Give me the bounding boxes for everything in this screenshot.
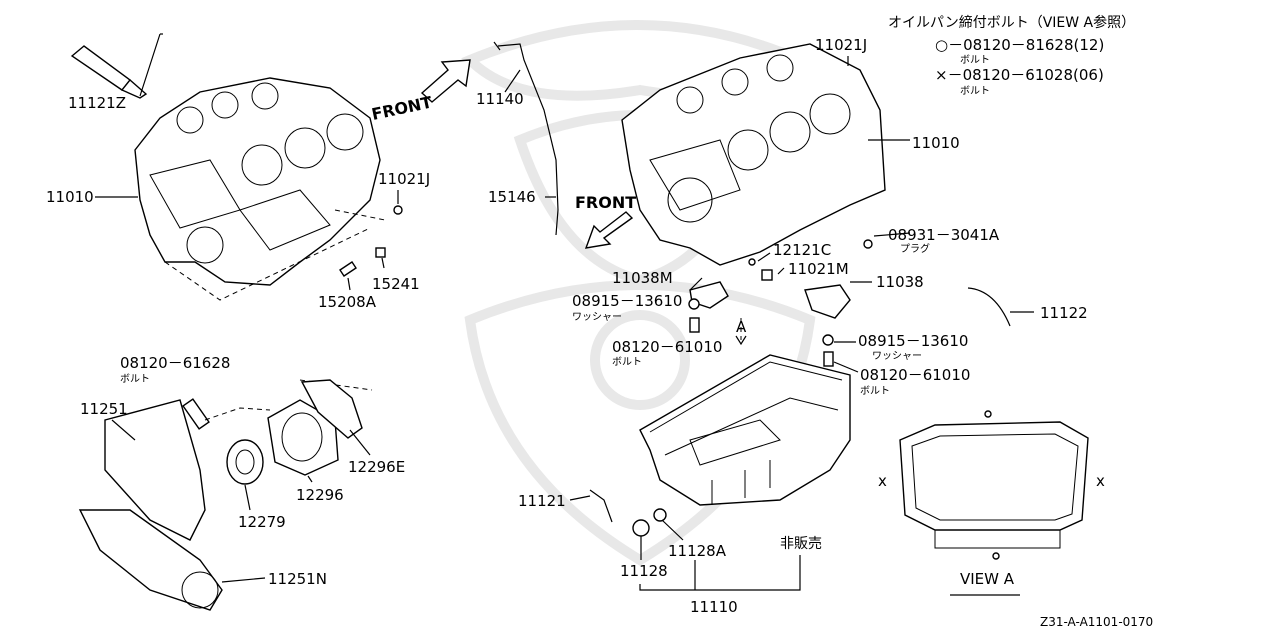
bolt-x-sub: ボルト <box>960 85 990 97</box>
view-a-marker-x-left: x <box>878 472 887 490</box>
label-08120-61010-left: 08120－61010 <box>612 338 722 356</box>
gasket-12296e <box>300 379 363 439</box>
label-11251: 11251 <box>80 400 128 418</box>
label-11128: 11128 <box>620 562 668 580</box>
dipstick-tube-15146 <box>493 41 559 236</box>
label-11010-right: 11010 <box>912 134 960 152</box>
label-11122: 11122 <box>1040 304 1088 322</box>
oil-seal-12279 <box>226 439 264 485</box>
label-08120-61010-right: 08120－61010 <box>860 366 970 384</box>
engine-block-left <box>134 77 381 286</box>
label-08931: 08931－3041A <box>888 226 1000 244</box>
label-11128a: 11128A <box>668 542 727 560</box>
label-12121c: 12121C <box>773 241 831 259</box>
label-11140: 11140 <box>476 90 524 108</box>
bolt-note: オイルパン締付ボルト（VIEW A参照） <box>888 14 1135 31</box>
label-11021j-left: 11021J <box>378 170 430 188</box>
label-11110: 11110 <box>690 598 738 616</box>
label-11121: 11121 <box>518 492 566 510</box>
view-a-drawing <box>899 410 1089 596</box>
footer-code: Z31-A-A1101-0170 <box>1040 615 1153 629</box>
label-12279: 12279 <box>238 513 286 531</box>
bolt-x-spec: ×－08120－61028(06) <box>935 66 1104 84</box>
label-08120-61010-right-sub: ボルト <box>860 385 890 397</box>
label-11038: 11038 <box>876 273 924 291</box>
front-arrow-right <box>584 211 634 249</box>
seal-retainer-12296 <box>267 399 339 476</box>
front-label-left: FRONT <box>370 93 434 124</box>
label-12296e: 12296E <box>348 458 405 476</box>
label-12296: 12296 <box>296 486 344 504</box>
rear-plate-11251 <box>78 399 223 611</box>
view-a-marker-x-right: x <box>1096 472 1105 490</box>
oil-pan-11110 <box>639 354 851 506</box>
not-for-sale-label: 非販売 <box>780 536 822 552</box>
label-08120-61010-left-sub: ボルト <box>612 356 642 368</box>
label-15241: 15241 <box>372 275 420 293</box>
label-15146: 15146 <box>488 188 536 206</box>
label-08915-right: 08915－13610 <box>858 332 968 350</box>
label-08915-right-sub: ワッシャー <box>872 351 922 362</box>
bolt-o-spec: ○－08120－81628(12) <box>935 36 1104 54</box>
label-08120-61628: 08120－61628 <box>120 354 230 372</box>
view-a-arrow-label: A <box>736 318 747 336</box>
label-15208a: 15208A <box>318 293 377 311</box>
engine-block-right <box>621 43 886 266</box>
oil-pan-seal-11122 <box>967 287 1011 327</box>
label-11251n: 11251N <box>268 570 327 588</box>
label-11038m: 11038M <box>612 269 673 287</box>
bracket-11038 <box>804 284 851 319</box>
front-label-right: FRONT <box>575 193 636 212</box>
front-arrow-left <box>420 59 471 103</box>
bolt-o-sub: ボルト <box>960 54 990 66</box>
sealant-tube-11121z <box>70 33 163 99</box>
view-a-label: VIEW A <box>960 570 1015 588</box>
label-11021j-right: 11021J <box>815 36 867 54</box>
label-08915-left-sub: ワッシャー <box>572 312 622 323</box>
label-08915-left: 08915－13610 <box>572 292 682 310</box>
label-11121z: 11121Z <box>68 94 126 112</box>
label-08931-sub: プラグ <box>900 242 930 255</box>
label-11010-left: 11010 <box>46 188 94 206</box>
label-11021m: 11021M <box>788 260 849 278</box>
label-08120-61628-sub: ボルト <box>120 373 150 385</box>
